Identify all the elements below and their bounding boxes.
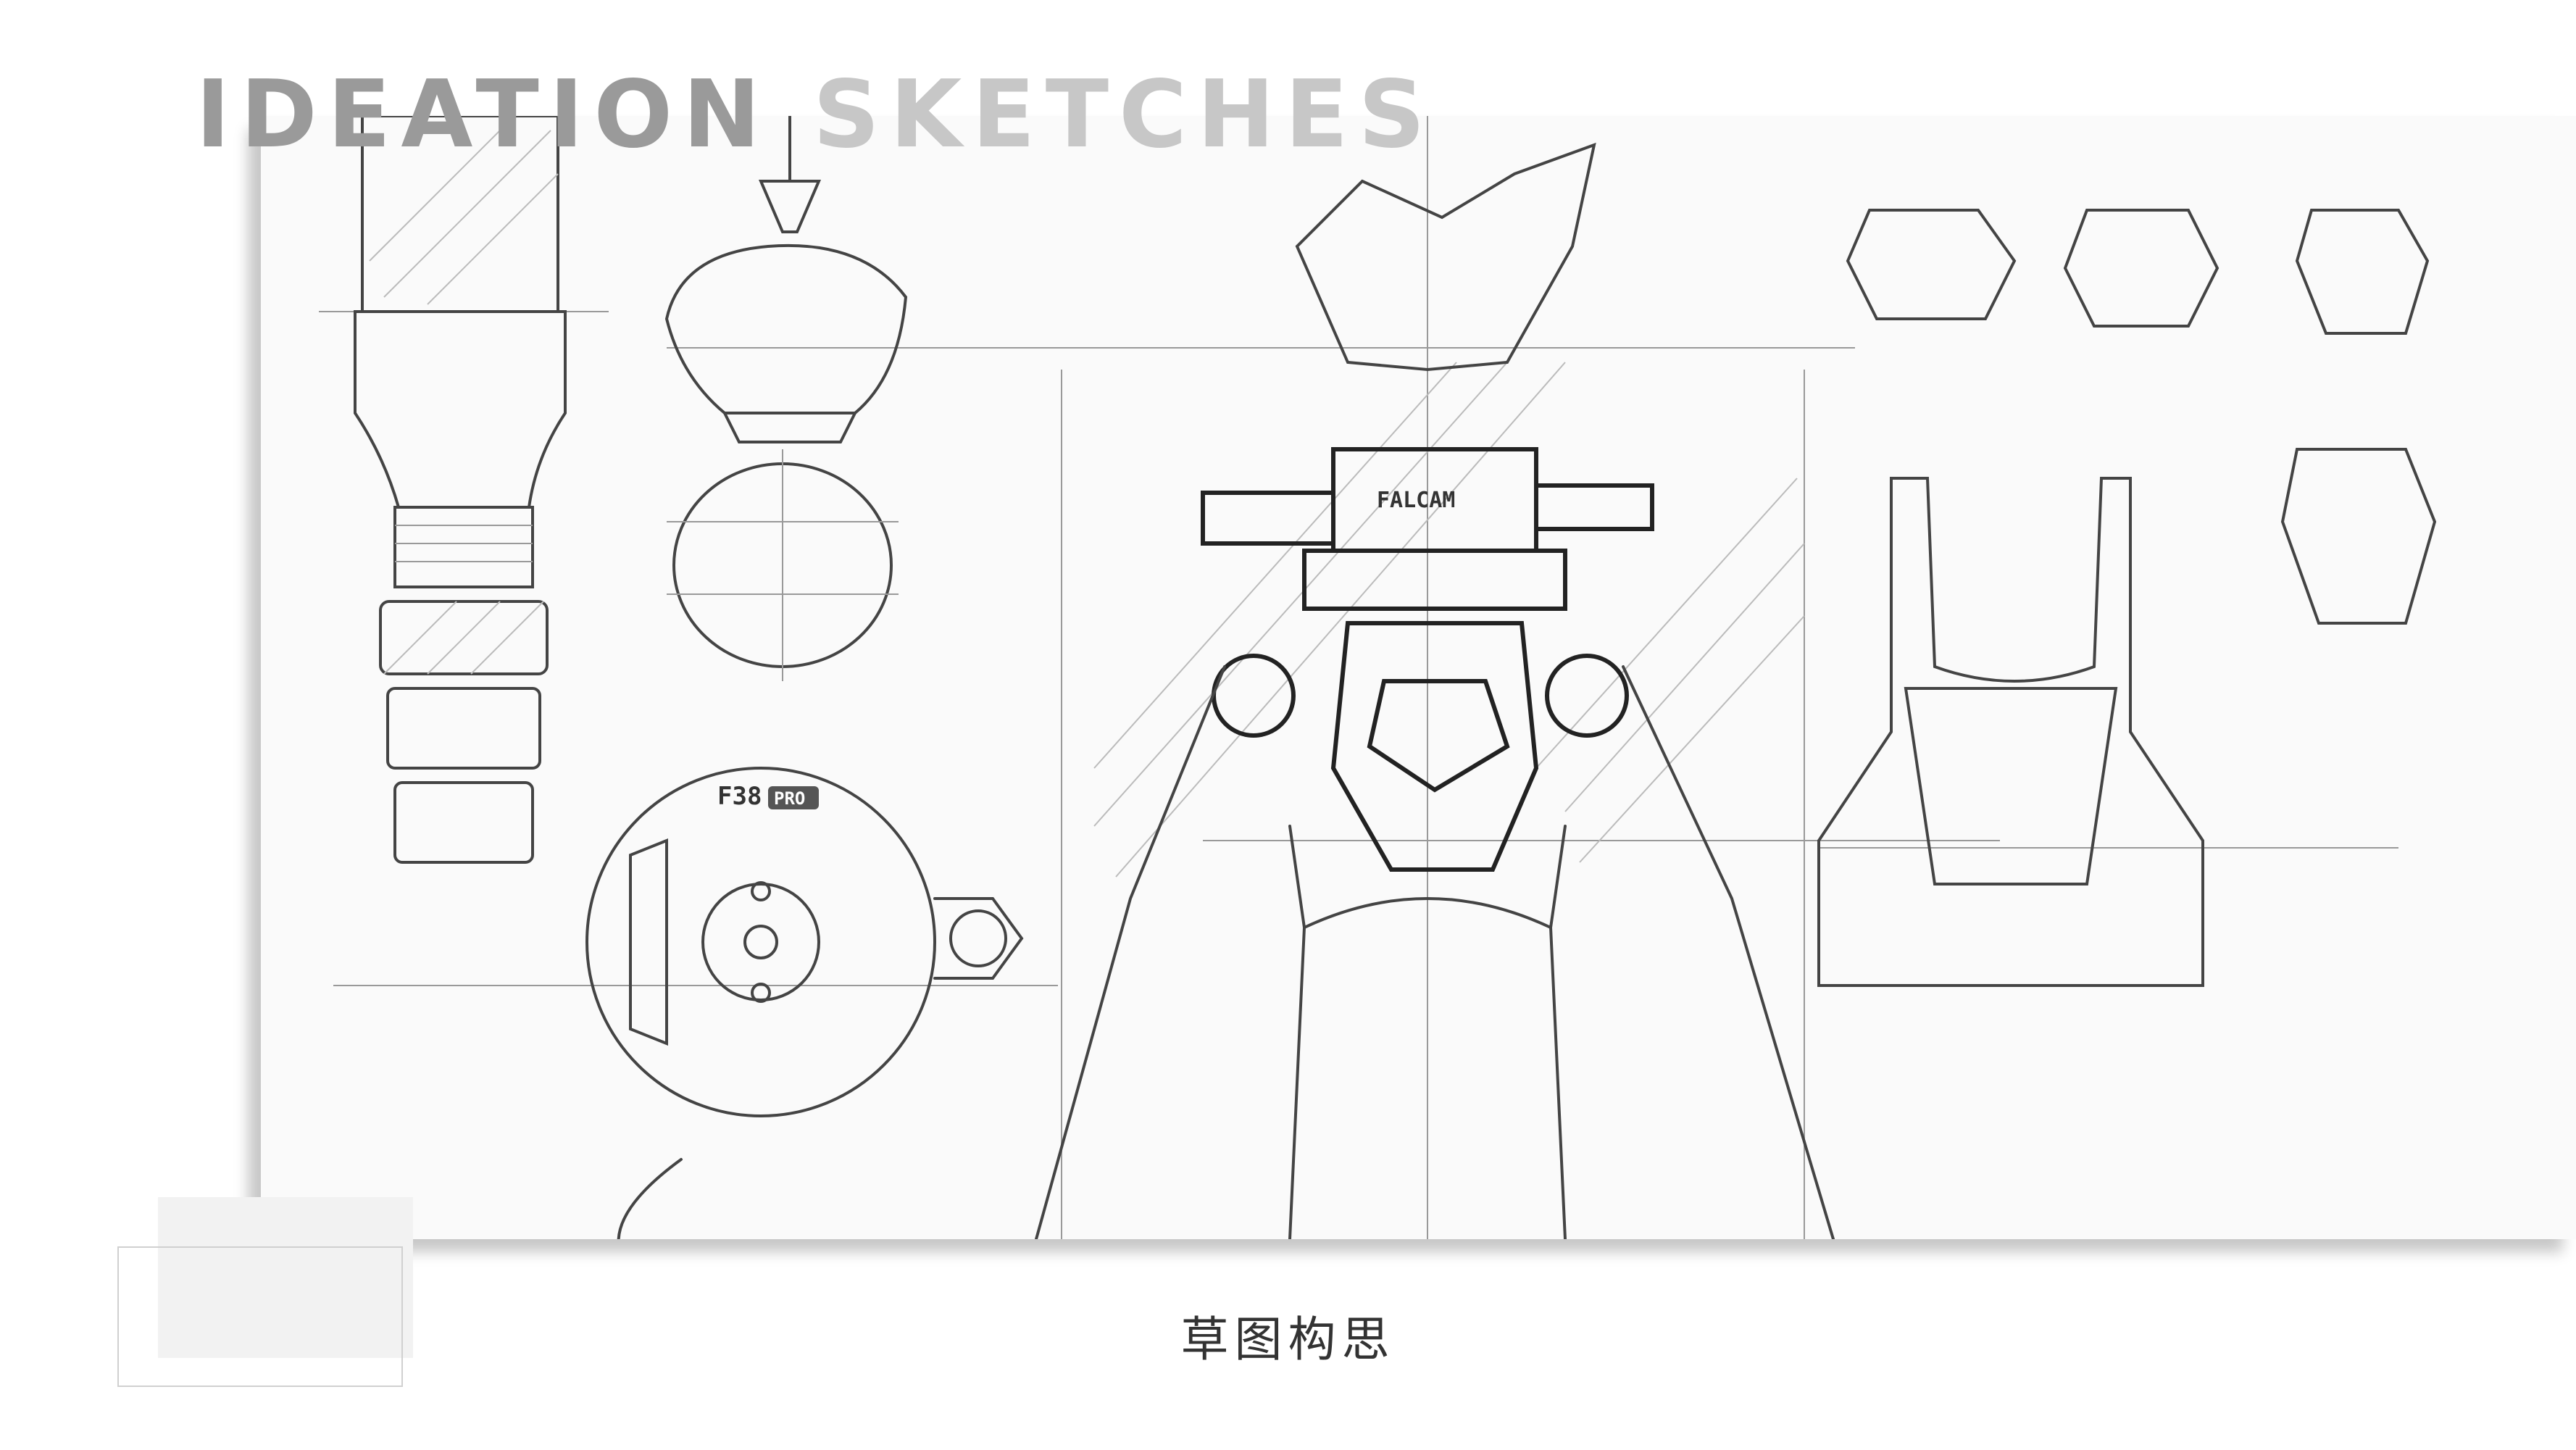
plate-label: F38 bbox=[717, 782, 762, 811]
plate-badge-bg bbox=[768, 786, 819, 809]
page-title: IDEATION SKETCHES bbox=[196, 69, 1435, 162]
title-part1: IDEATION bbox=[196, 61, 771, 169]
tripod-head-sketch: FALCAM bbox=[1035, 142, 1835, 1239]
hatch-area bbox=[1093, 362, 1805, 878]
title-part2: SKETCHES bbox=[812, 61, 1435, 169]
sphere-sketch bbox=[667, 449, 899, 681]
brand-label: FALCAM bbox=[1377, 488, 1455, 513]
plate-badge: PRO bbox=[774, 788, 805, 809]
plate-sketch: F38 PRO bbox=[585, 767, 1024, 1239]
right-side-sketches bbox=[1817, 209, 2437, 987]
knob-sketch bbox=[664, 116, 908, 443]
caption: 草图构思 bbox=[1180, 1312, 1396, 1367]
decor-block-filled bbox=[158, 1197, 413, 1358]
construction-lines bbox=[319, 116, 2398, 1239]
sketch-sheet: F38 PRO FALCAM bbox=[261, 116, 2576, 1239]
sketch-drawing: F38 PRO FALCAM bbox=[319, 116, 2437, 1239]
left-column-sketch bbox=[354, 116, 567, 864]
decor-block-outline bbox=[117, 1246, 403, 1387]
